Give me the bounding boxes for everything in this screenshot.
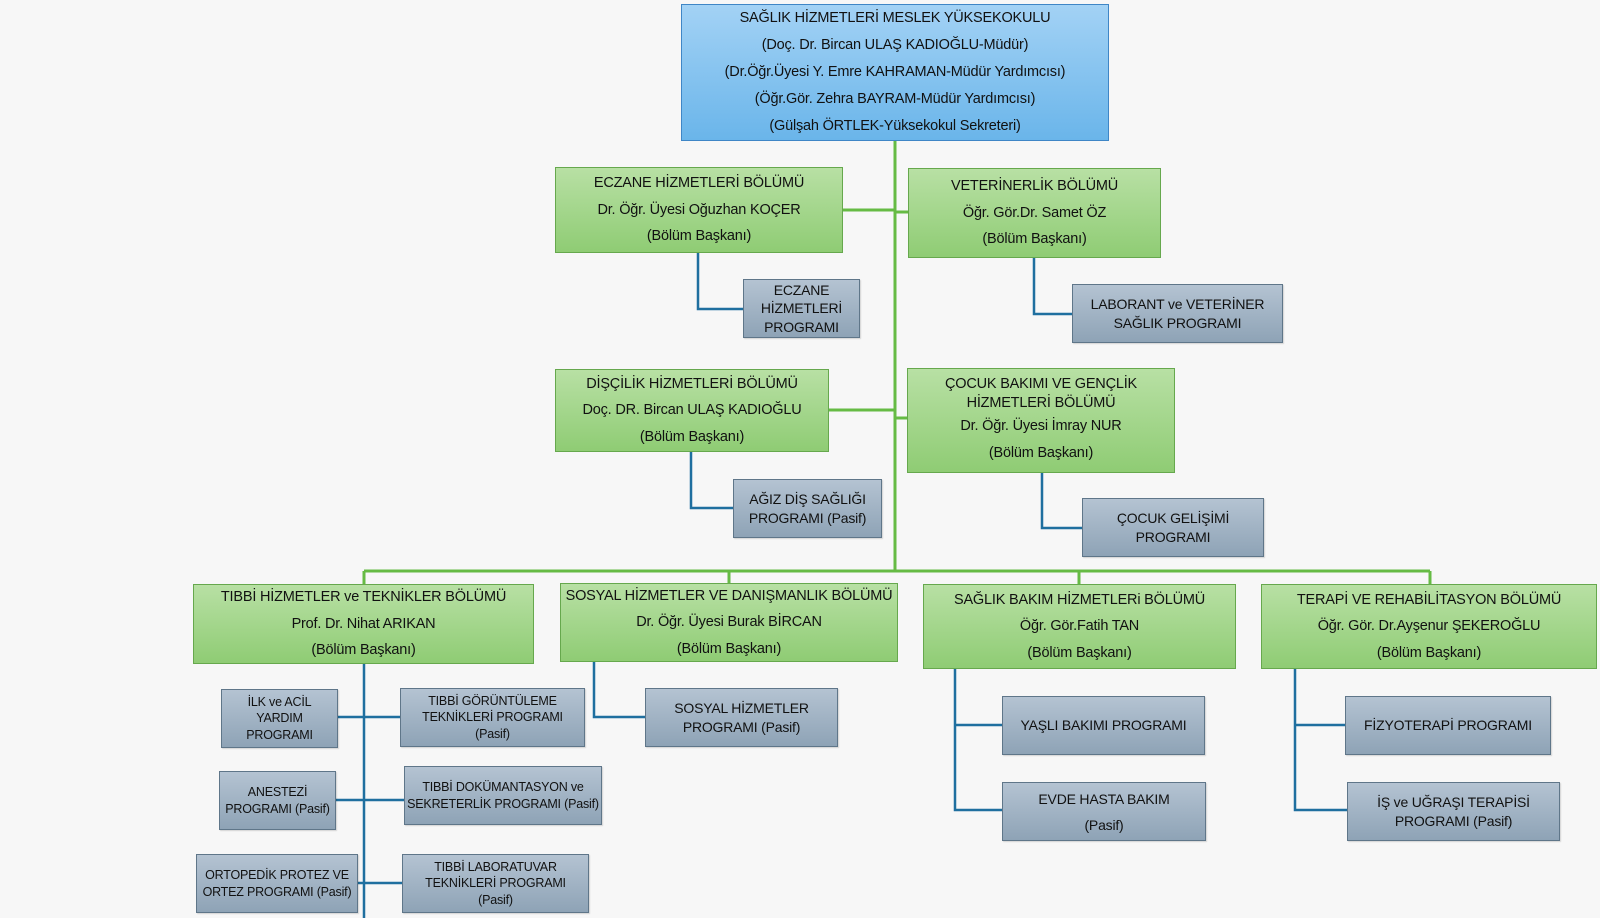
- program-label-line: TIBBİ LABORATUVAR: [434, 859, 557, 874]
- department-title-line-1: ÇOCUK BAKIMI VE GENÇLİK: [945, 375, 1137, 392]
- root-deputy-2: (Öğr.Gör. Zehra BAYRAM-Müdür Yardımcısı): [754, 91, 1036, 107]
- program-label-line: ÇOCUK GELİŞİMİ: [1116, 510, 1230, 526]
- program-label-line: SEKRETERLİK PROGRAMI (Pasif): [407, 796, 599, 811]
- program-label-line: AĞIZ DİŞ SAĞLIĞI: [749, 491, 866, 507]
- department-title: VETERİNERLİK BÖLÜMÜ: [950, 178, 1118, 195]
- program-box-agiz-dis-sagligi: AĞIZ DİŞ SAĞLIĞI PROGRAMI (Pasif): [733, 479, 882, 538]
- program-box-sosyal-hizmetler: SOSYAL HİZMETLER PROGRAMI (Pasif): [645, 688, 838, 747]
- program-box-anestezi: ANESTEZİ PROGRAMI (Pasif): [219, 771, 336, 830]
- program-box-yasli-bakimi: YAŞLI BAKIMI PROGRAMI: [1002, 696, 1205, 755]
- root-school-box: SAĞLIK HİZMETLERİ MESLEK YÜKSEKOKULU (Do…: [681, 4, 1109, 141]
- program-label-line: İLK ve ACİL: [247, 694, 312, 709]
- department-box-cocuk-bakimi: ÇOCUK BAKIMI VE GENÇLİK HİZMETLERİ BÖLÜM…: [907, 368, 1175, 473]
- program-box-ilk-acil-yardim: İLK ve ACİL YARDIM PROGRAMI: [221, 689, 338, 748]
- department-role: (Bölüm Başkanı): [646, 228, 752, 245]
- program-box-cocuk-gelisimi: ÇOCUK GELİŞİMİ PROGRAMI: [1082, 498, 1264, 557]
- connector-cocuk-gelisimi-program: [1040, 473, 1082, 530]
- program-label-line: ECZANE: [773, 281, 830, 298]
- program-label-line: LABORANT ve VETERİNER: [1090, 296, 1265, 312]
- department-role: (Bölüm Başkanı): [988, 444, 1094, 461]
- department-title: SOSYAL HİZMETLER VE DANIŞMANLIK BÖLÜMÜ: [565, 587, 893, 604]
- department-role: (Bölüm Başkanı): [1376, 644, 1482, 661]
- department-box-veterinerlik: VETERİNERLİK BÖLÜMÜ Öğr. Gör.Dr. Samet Ö…: [908, 168, 1161, 258]
- root-director: (Doç. Dr. Bircan ULAŞ KADIOĞLU-Müdür): [761, 37, 1029, 53]
- program-box-eczane-hizmetleri: ECZANE HİZMETLERİ PROGRAMI: [743, 279, 860, 338]
- root-deputy-1: (Dr.Öğr.Üyesi Y. Emre KAHRAMAN-Müdür Yar…: [724, 64, 1066, 80]
- connector-eczane-program: [696, 253, 743, 311]
- department-head: Dr. Öğr. Üyesi Oğuzhan KOÇER: [597, 201, 801, 218]
- department-box-eczane: ECZANE HİZMETLERİ BÖLÜMÜ Dr. Öğr. Üyesi …: [555, 167, 843, 253]
- program-label-line: İŞ ve UĞRAŞI TERAPİSİ: [1377, 794, 1530, 810]
- program-box-tibbi-laboratuvar: TIBBİ LABORATUVAR TEKNİKLERİ PROGRAMI (P…: [402, 854, 589, 913]
- program-label-line: YAŞLI BAKIMI PROGRAMI: [1020, 717, 1187, 734]
- program-label-line: TEKNİKLERİ PROGRAMI: [422, 710, 563, 725]
- department-title: TIBBİ HİZMETLER ve TEKNİKLER BÖLÜMÜ: [220, 589, 507, 606]
- program-label-line: ORTEZ PROGRAMI (Pasif): [202, 884, 352, 899]
- program-label-line: (Pasif): [1084, 816, 1124, 833]
- connector-saglik-bakim-programs: [953, 669, 1002, 812]
- department-role: (Bölüm Başkanı): [639, 428, 745, 445]
- program-label-line: SOSYAL HİZMETLER: [674, 700, 809, 716]
- department-head: Prof. Dr. Nihat ARIKAN: [291, 615, 436, 632]
- program-label-line: TIBBİ GÖRÜNTÜLEME: [428, 693, 557, 708]
- program-box-tibbi-goruntuleme: TIBBİ GÖRÜNTÜLEME TEKNİKLERİ PROGRAMI (P…: [400, 688, 585, 747]
- connector-agiz-program: [689, 452, 733, 510]
- department-box-saglik-bakim: SAĞLIK BAKIM HİZMETLERi BÖLÜMÜ Öğr. Gör.…: [923, 584, 1236, 669]
- program-box-tibbi-dokumantasyon: TIBBİ DOKÜMANTASYON ve SEKRETERLİK PROGR…: [404, 766, 602, 825]
- program-label-line: (Pasif): [475, 726, 510, 741]
- program-label-line: PROGRAMI: [1135, 528, 1211, 545]
- program-label-line: (Pasif): [478, 892, 513, 907]
- program-label-line: PROGRAMI: [764, 318, 839, 335]
- department-head: Öğr. Gör.Fatih TAN: [1019, 618, 1140, 635]
- department-box-discilik: DİŞÇİLİK HİZMETLERİ BÖLÜMÜ Doç. DR. Birc…: [555, 369, 829, 452]
- department-box-sosyal-hizmetler: SOSYAL HİZMETLER VE DANIŞMANLIK BÖLÜMÜ D…: [560, 583, 898, 662]
- program-label-line: YARDIM: [256, 711, 303, 726]
- department-title: SAĞLIK BAKIM HİZMETLERi BÖLÜMÜ: [953, 591, 1206, 608]
- program-box-evde-hasta-bakim: EVDE HASTA BAKIM (Pasif): [1002, 782, 1206, 841]
- department-title-line-2: HİZMETLERİ BÖLÜMÜ: [966, 394, 1116, 411]
- department-head: Dr. Öğr. Üyesi İmray NUR: [960, 417, 1122, 434]
- connector-laborant-program: [1032, 258, 1072, 316]
- department-role: (Bölüm Başkanı): [1027, 644, 1132, 661]
- connector-sosyal-program: [592, 662, 645, 719]
- program-box-ortopedik-protez: ORTOPEDİK PROTEZ VE ORTEZ PROGRAMI (Pasi…: [196, 854, 358, 913]
- root-title: SAĞLIK HİZMETLERİ MESLEK YÜKSEKOKULU: [739, 10, 1051, 26]
- department-head: Dr. Öğr. Üyesi Burak BİRCAN: [636, 614, 822, 631]
- program-label-line: PROGRAMI (Pasif): [225, 801, 330, 816]
- department-role: (Bölüm Başkanı): [311, 642, 416, 659]
- department-title: DİŞÇİLİK HİZMETLERİ BÖLÜMÜ: [586, 375, 798, 392]
- program-label-line: EVDE HASTA BAKIM: [1038, 790, 1170, 807]
- program-label-line: PROGRAMI (Pasif): [748, 509, 867, 526]
- department-box-terapi: TERAPİ VE REHABİLİTASYON BÖLÜMÜ Öğr. Gör…: [1261, 584, 1597, 669]
- program-label-line: PROGRAMI: [246, 727, 313, 742]
- program-label-line: HİZMETLERİ: [760, 300, 843, 317]
- department-role: (Bölüm Başkanı): [982, 231, 1087, 248]
- program-label-line: TEKNİKLERİ PROGRAMI: [425, 876, 566, 891]
- program-label-line: ORTOPEDİK PROTEZ VE: [205, 868, 349, 882]
- department-head: Öğr. Gör.Dr. Samet ÖZ: [962, 204, 1107, 221]
- program-label-line: ANESTEZİ: [247, 785, 308, 799]
- department-box-tibbi-hizmetler: TIBBİ HİZMETLER ve TEKNİKLER BÖLÜMÜ Prof…: [193, 584, 534, 664]
- department-role: (Bölüm Başkanı): [676, 640, 782, 657]
- department-head: Doç. DR. Bircan ULAŞ KADIOĞLU: [582, 402, 802, 419]
- department-title: ECZANE HİZMETLERİ BÖLÜMÜ: [593, 175, 805, 192]
- program-label-line: PROGRAMI (Pasif): [1394, 812, 1513, 829]
- program-label-line: PROGRAMI (Pasif): [682, 718, 801, 735]
- program-box-fizyoterapi: FİZYOTERAPİ PROGRAMI: [1345, 696, 1551, 755]
- department-head: Öğr. Gör. Dr.Ayşenur ŞEKEROĞLU: [1317, 618, 1541, 635]
- program-label-line: SAĞLIK PROGRAMI: [1113, 314, 1242, 331]
- program-box-laborant-veteriner: LABORANT ve VETERİNER SAĞLIK PROGRAMI: [1072, 284, 1283, 343]
- connector-terapi-programs: [1293, 669, 1347, 812]
- program-label-line: TIBBİ DOKÜMANTASYON ve: [422, 780, 584, 794]
- program-box-is-ugrasi-terapisi: İŞ ve UĞRAŞI TERAPİSİ PROGRAMI (Pasif): [1347, 782, 1560, 841]
- program-label-line: FİZYOTERAPİ PROGRAMI: [1364, 717, 1532, 734]
- department-title: TERAPİ VE REHABİLİTASYON BÖLÜMÜ: [1296, 591, 1562, 608]
- root-secretary: (Gülşah ÖRTLEK-Yüksekokul Sekreteri): [769, 118, 1021, 134]
